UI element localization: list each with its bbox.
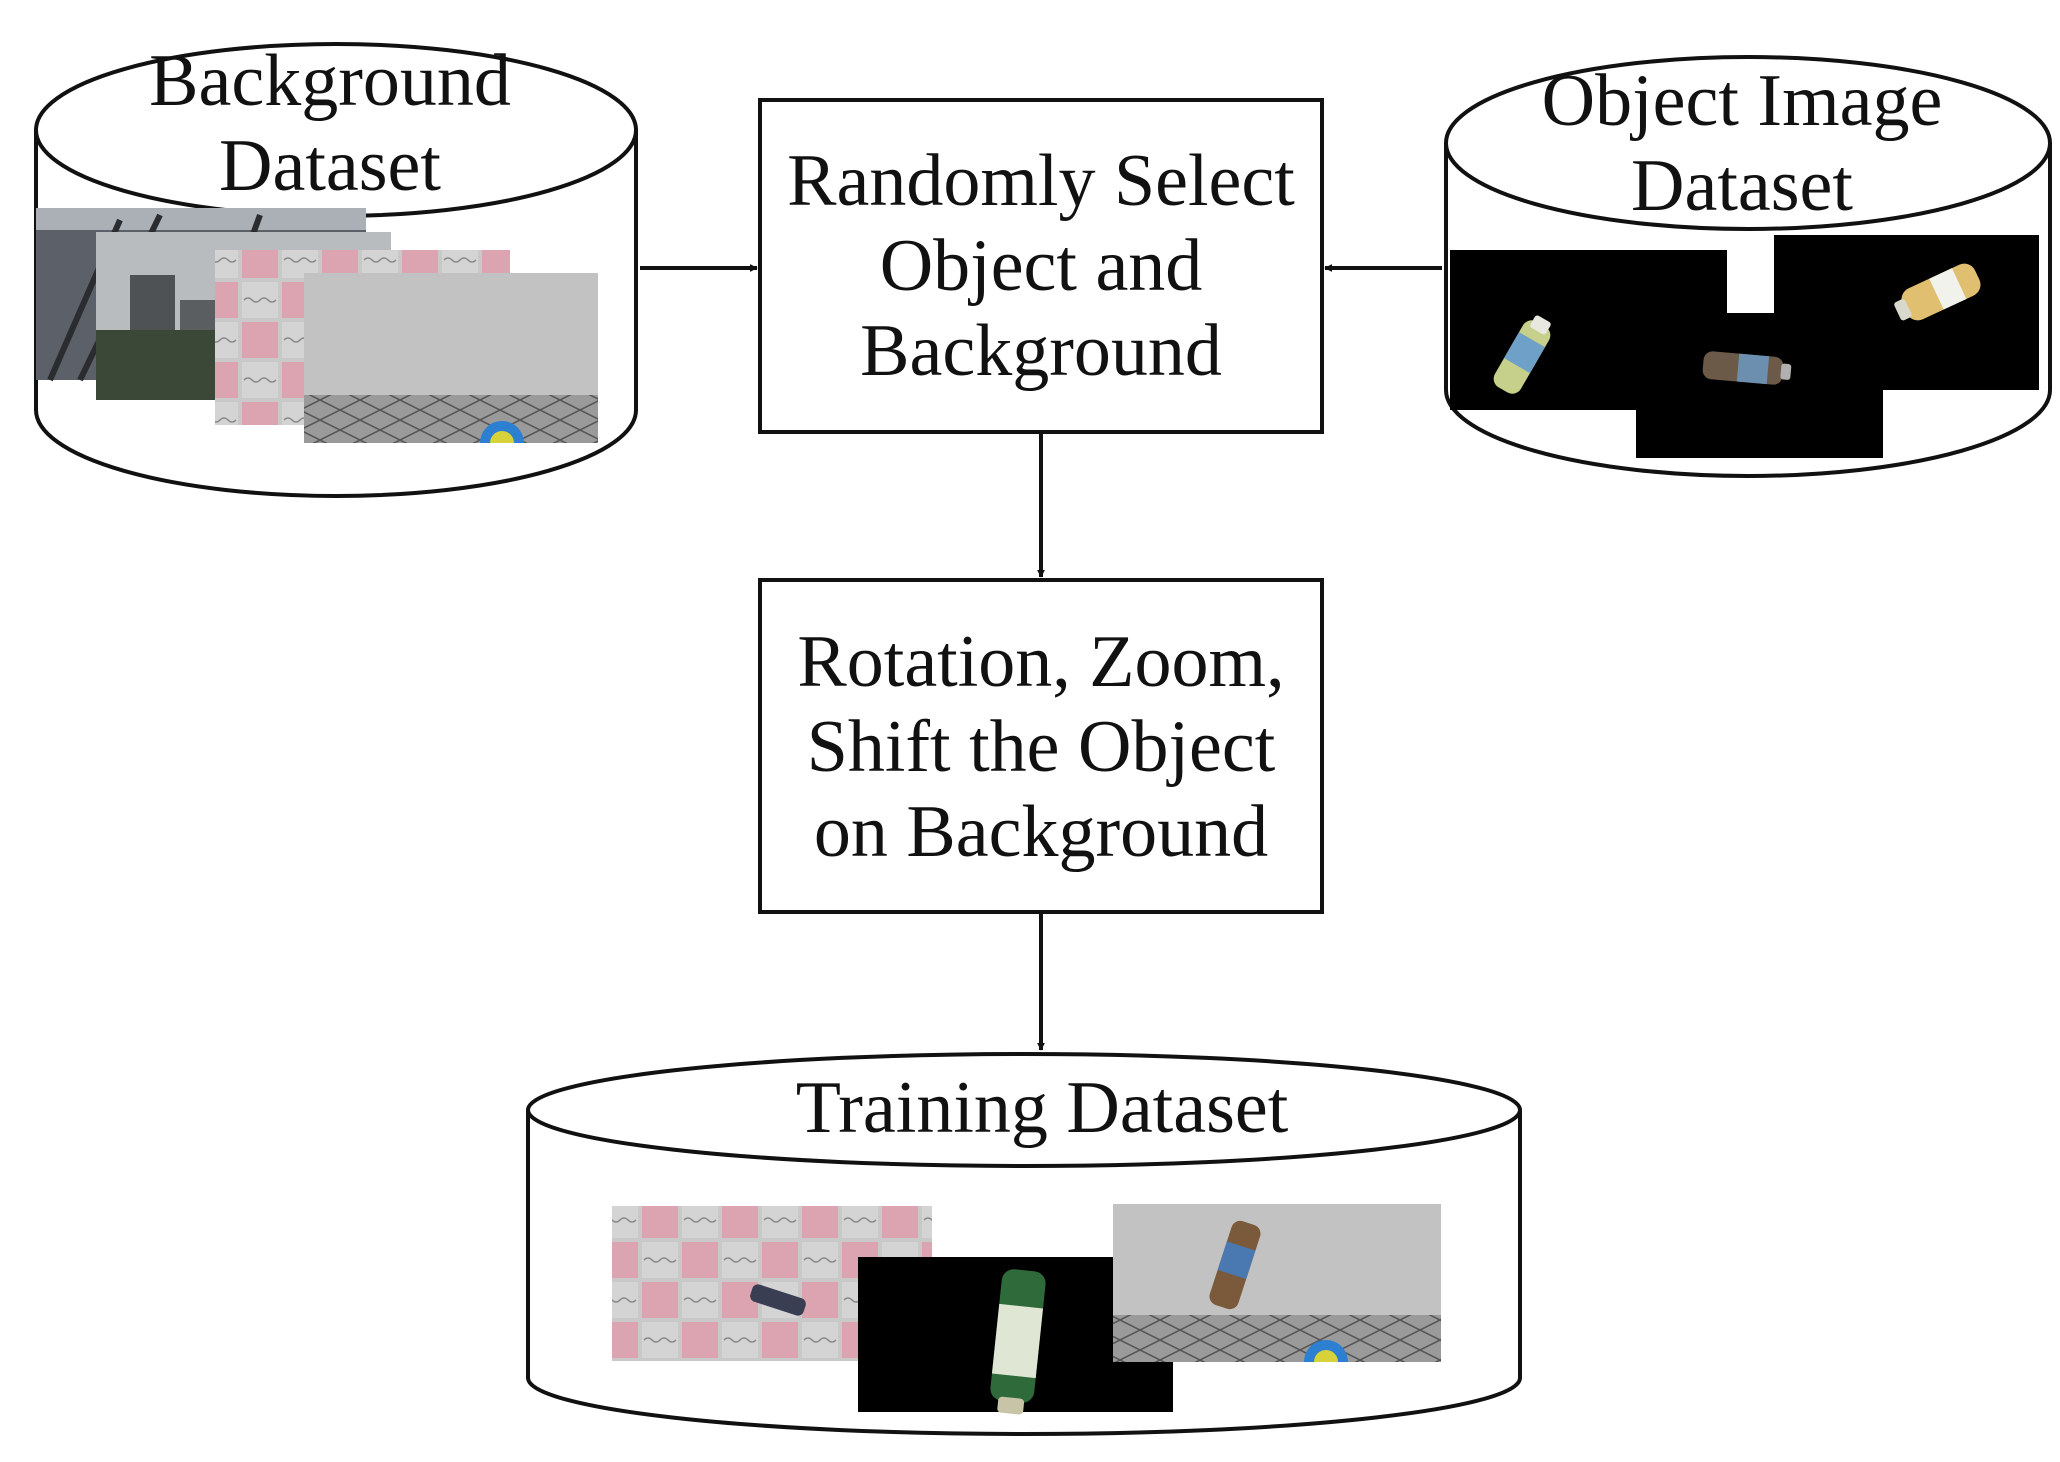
- augment-step-line1: Rotation, Zoom,: [797, 621, 1284, 703]
- background-dataset-cylinder: Background Dataset: [34, 40, 638, 498]
- select-step-line3: Background: [860, 310, 1222, 392]
- background-dataset-title-line2: Dataset: [219, 125, 441, 207]
- bottle-icon: [990, 1269, 1046, 1415]
- augment-step-line2: Shift the Object: [807, 706, 1276, 788]
- bottle-icon: [750, 1284, 806, 1316]
- augment-step-line3: on Background: [814, 791, 1268, 873]
- training-dataset-title: Training Dataset: [796, 1067, 1289, 1149]
- select-step-box: Randomly Select Object and Background: [758, 98, 1324, 434]
- object-dataset-cylinder: Object Image Dataset: [1444, 55, 2052, 478]
- bottle-icon: [1702, 351, 1792, 385]
- select-step-line1: Randomly Select: [787, 140, 1295, 222]
- bottle-icon: [1209, 1220, 1261, 1310]
- background-sample-images: [36, 208, 598, 443]
- bottle-icon: [1493, 315, 1551, 394]
- bottle-icon: [1894, 263, 1981, 321]
- flow-arrows: [640, 264, 1442, 1051]
- object-dataset-title-line2: Dataset: [1631, 145, 1853, 227]
- training-sample-images: [612, 1204, 1441, 1415]
- object-image-3: [1636, 313, 1883, 458]
- training-dataset-cylinder: Training Dataset: [526, 1052, 1522, 1436]
- select-step-line2: Object and: [880, 225, 1203, 307]
- object-sample-images: [1450, 235, 2039, 458]
- augment-step-box: Rotation, Zoom, Shift the Object on Back…: [758, 578, 1324, 914]
- background-dataset-title-line1: Background: [149, 40, 511, 122]
- object-dataset-title-line1: Object Image: [1542, 60, 1943, 142]
